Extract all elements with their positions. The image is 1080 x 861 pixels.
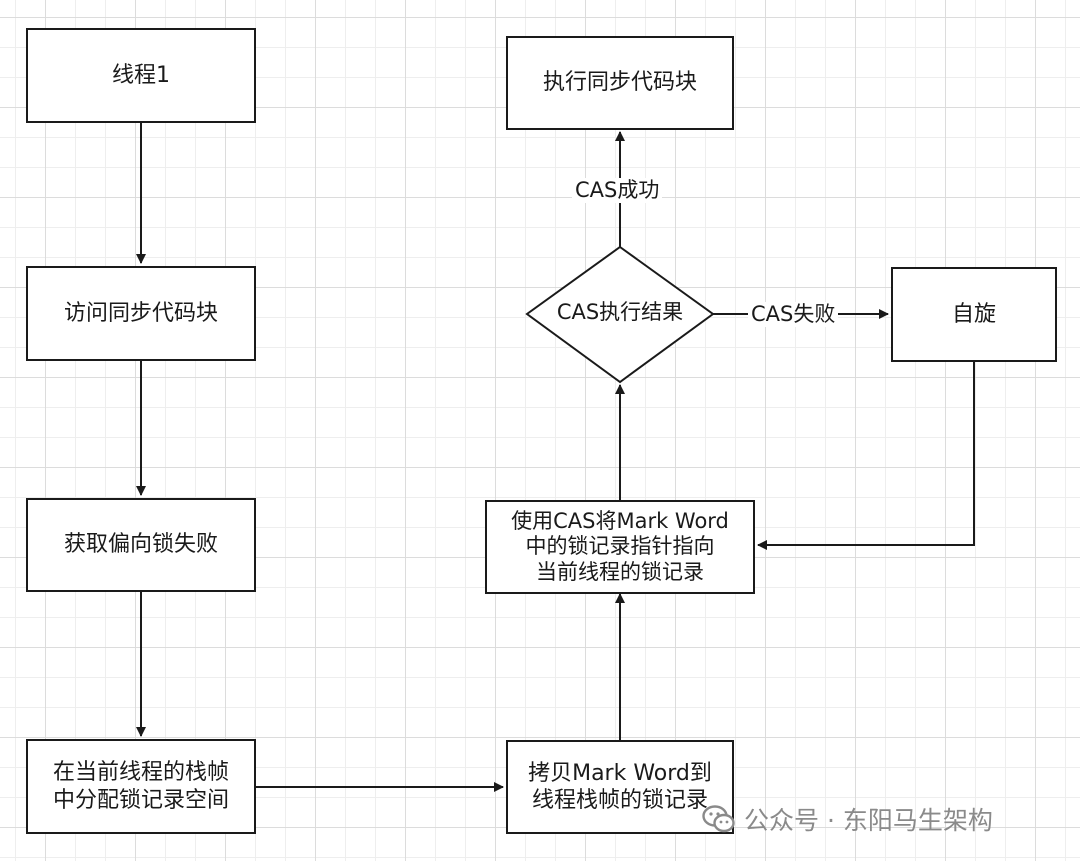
node-cas-pointer: 使用CAS将Mark Word 中的锁记录指针指向 当前线程的锁记录 <box>485 500 755 594</box>
node-exec-sync: 执行同步代码块 <box>506 36 734 130</box>
node-cas-pointer-label: 使用CAS将Mark Word 中的锁记录指针指向 当前线程的锁记录 <box>511 508 729 584</box>
node-thread1: 线程1 <box>26 28 256 123</box>
node-biased-fail-label: 获取偏向锁失败 <box>63 532 218 558</box>
node-exec-sync-label: 执行同步代码块 <box>542 70 697 96</box>
node-biased-fail: 获取偏向锁失败 <box>26 498 256 592</box>
wechat-icon <box>702 805 735 833</box>
node-thread1-label: 线程1 <box>112 62 170 88</box>
node-spin-label: 自旋 <box>951 301 996 327</box>
node-copy-markword: 拷贝Mark Word到 线程栈帧的锁记录 <box>506 740 734 834</box>
edge-spin-back-to-cas <box>757 362 975 550</box>
node-alloc-record: 在当前线程的栈帧 中分配锁记录空间 <box>26 739 256 834</box>
decision-label: CAS执行结果 <box>556 300 684 324</box>
watermark: 公众号 · 东阳马生架构 <box>702 801 993 837</box>
watermark-text: 公众号 · 东阳马生架构 <box>744 806 993 835</box>
edge-label-cas-success: CAS成功 <box>572 178 663 203</box>
decision-diamond <box>525 245 715 384</box>
node-spin: 自旋 <box>891 267 1057 362</box>
node-alloc-record-label: 在当前线程的栈帧 中分配锁记录空间 <box>52 760 229 813</box>
node-copy-markword-label: 拷贝Mark Word到 线程栈帧的锁记录 <box>528 760 712 814</box>
node-access-sync: 访问同步代码块 <box>26 266 256 361</box>
edge-label-cas-fail: CAS失败 <box>748 302 839 327</box>
node-access-sync-label: 访问同步代码块 <box>63 300 218 326</box>
